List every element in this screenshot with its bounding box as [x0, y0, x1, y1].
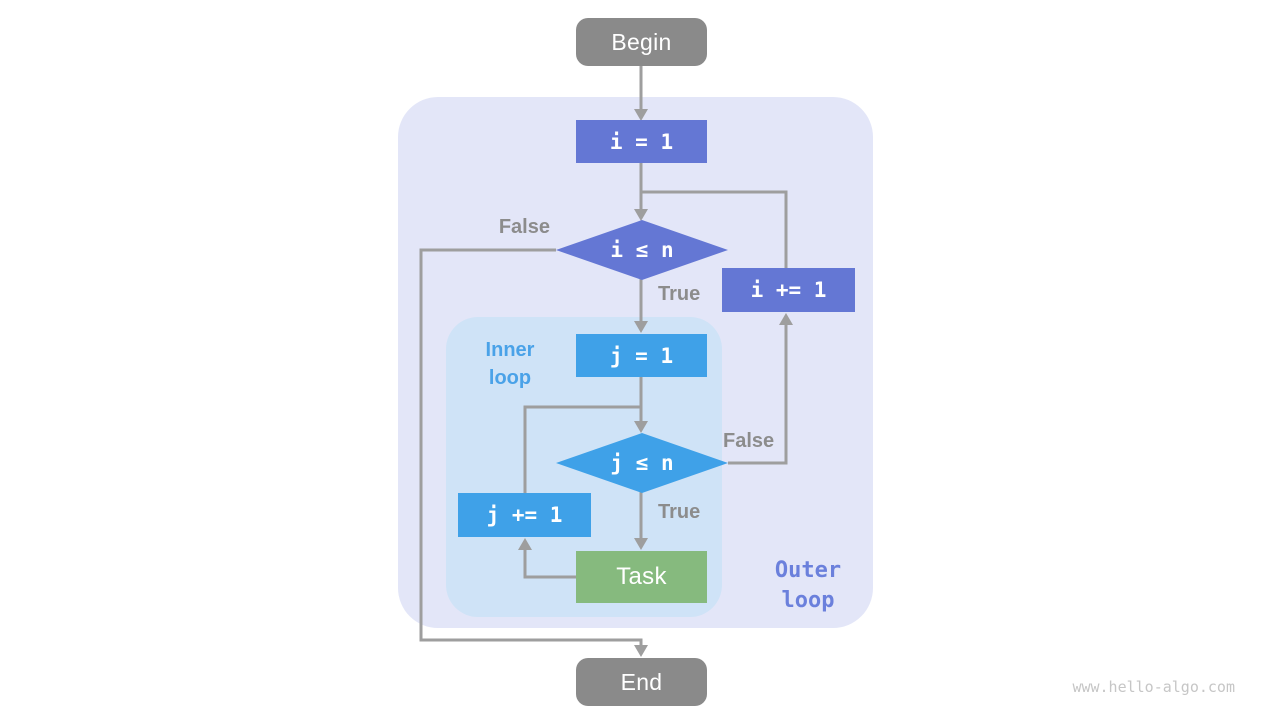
inner-false-edge-label: False: [723, 430, 775, 452]
watermark-url: www.hello-algo.com: [1072, 678, 1235, 696]
begin-node: Begin: [576, 18, 707, 66]
init-j-node: j = 1: [576, 334, 707, 377]
outer-false-edge-label: False: [498, 216, 550, 238]
increment-j-node: j += 1: [458, 493, 591, 537]
outer-loop-label: Outer loop: [748, 556, 868, 616]
outer-loop-label-line2: loop: [781, 588, 835, 613]
increment-i-node: i += 1: [722, 268, 855, 312]
inner-loop-label-line2: loop: [488, 367, 532, 389]
outer-loop-label-line1: Outer: [774, 558, 842, 583]
end-node: End: [576, 658, 707, 706]
inner-loop-label-line1: Inner: [485, 339, 535, 361]
task-node: Task: [576, 551, 707, 603]
inner-loop-label: Inner loop: [450, 336, 570, 392]
init-i-node: i = 1: [576, 120, 707, 163]
inner-true-edge-label: True: [658, 501, 701, 523]
outer-true-edge-label: True: [658, 283, 701, 305]
